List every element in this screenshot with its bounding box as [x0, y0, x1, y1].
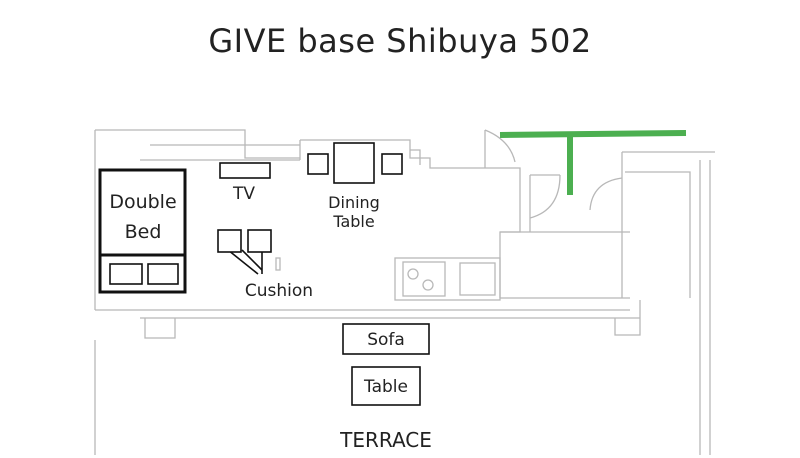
sofa-label: Sofa [367, 330, 405, 350]
tv: TV [219, 162, 271, 204]
dining-table: Dining Table [307, 142, 403, 231]
double-bed: Double Bed [98, 168, 187, 294]
dining-label-line2: Table [332, 212, 374, 231]
cushions: Cushion [217, 229, 313, 301]
table-label: Table [363, 377, 408, 397]
sofa: Sofa [342, 323, 430, 355]
double-bed-label-line2: Bed [125, 221, 162, 243]
tv-label: TV [232, 184, 255, 204]
cushion-label: Cushion [245, 281, 313, 301]
green-marker [499, 130, 687, 195]
page-title: GIVE base Shibuya 502 [208, 22, 592, 60]
walls [94, 129, 715, 455]
terrace-table: Table [351, 366, 421, 406]
dining-label-line1: Dining [328, 193, 380, 212]
kitchen-counter [394, 257, 501, 301]
double-bed-label-line1: Double [109, 191, 176, 213]
terrace-label: TERRACE [339, 428, 432, 452]
